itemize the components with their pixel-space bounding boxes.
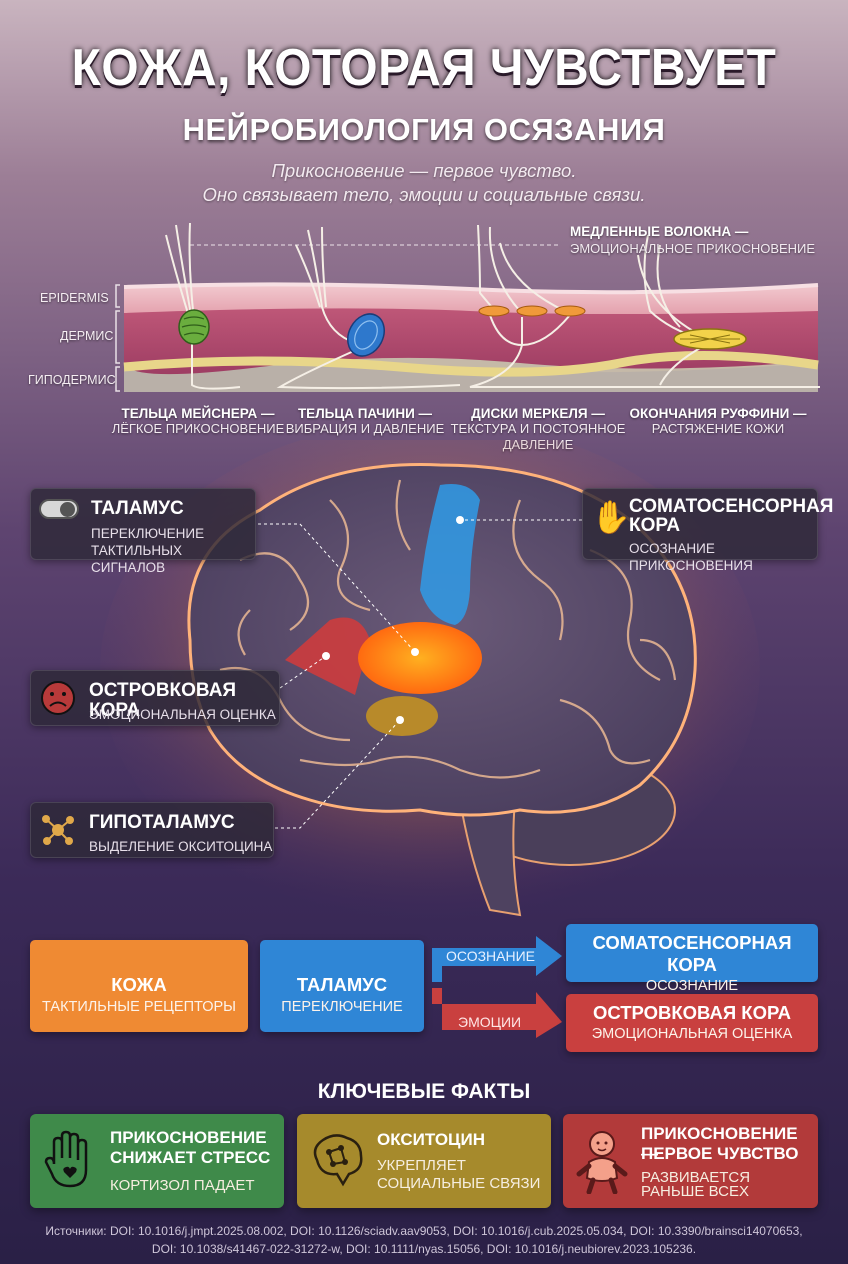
page-title: КОЖА, КОТОРАЯ ЧУВСТВУЕТ xyxy=(71,39,777,97)
epidermis-layer xyxy=(124,284,818,314)
merkel-disc xyxy=(516,305,548,317)
brain-network-icon xyxy=(313,1134,363,1187)
receptor-meissner: ТЕЛЬЦА МЕЙСНЕРА — ЛЁГКОЕ ПРИКОСНОВЕНИЕ xyxy=(111,406,285,436)
page-subtitle: НЕЙРОБИОЛОГИЯ ОСЯЗАНИЯ xyxy=(182,112,666,147)
hand-heart-icon xyxy=(44,1130,88,1188)
arrow-emotions xyxy=(426,988,562,1038)
fact-first-sense: ПРИКОСНОВЕНИЕ — ПЕРВОЕ ЧУВСТВО РАЗВИВАЕТ… xyxy=(563,1114,818,1208)
slow-fibers-title: МЕДЛЕННЫЕ ВОЛОКНА — xyxy=(570,224,749,239)
receptor-ruffini: ОКОНЧАНИЯ РУФФИНИ — РАСТЯЖЕНИЕ КОЖИ xyxy=(629,406,807,436)
arrow-awareness-label: ОСОЗНАНИЕ xyxy=(446,948,535,964)
flow-insula: ОСТРОВКОВАЯ КОРА ЭМОЦИОНАЛЬНАЯ ОЦЕНКА xyxy=(566,994,818,1052)
receptor-pacini: ТЕЛЬЦА ПАЧИНИ — ВИБРАЦИЯ И ДАВЛЕНИЕ xyxy=(285,406,445,436)
brain-illustration xyxy=(100,440,760,920)
callout-hypothalamus: ГИПОТАЛАМУС ВЫДЕЛЕНИЕ ОКСИТОЦИНА xyxy=(30,802,274,858)
flow-skin: КОЖА ТАКТИЛЬНЫЕ РЕЦЕПТОРЫ xyxy=(30,940,248,1032)
callout-thalamus: ТАЛАМУС ПЕРЕКЛЮЧЕНИЕ ТАКТИЛЬНЫХ СИГНАЛОВ xyxy=(30,488,256,575)
molecule-icon xyxy=(42,815,74,845)
facts-heading: КЛЮЧЕВЫЕ ФАКТЫ xyxy=(317,1080,531,1103)
flow-arrows xyxy=(426,936,562,1038)
arrow-awareness xyxy=(426,936,562,982)
merkel-disc xyxy=(554,305,586,317)
callout-insula: ОСТРОВКОВАЯ КОРА ЭМОЦИОНАЛЬНАЯ ОЦЕНКА xyxy=(30,670,280,726)
intro-line-1: Прикосновение — первое чувство. xyxy=(271,160,577,181)
callout-somatosensory: ✋ СОМАТОСЕНСОРНАЯ КОРА ОСОЗНАНИЕ ПРИКОСН… xyxy=(582,488,833,573)
slow-fibers-sub: ЭМОЦИОНАЛЬНОЕ ПРИКОСНОВЕНИЕ xyxy=(570,241,816,256)
dermis-label: ДЕРМИС xyxy=(60,329,114,343)
hypodermis-label: ГИПОДЕРМИС xyxy=(28,373,116,387)
epidermis-label: EPIDERMIS xyxy=(40,291,109,305)
fact-stress: ПРИКОСНОВЕНИЕ СНИЖАЕТ СТРЕСС КОРТИЗОЛ ПА… xyxy=(30,1114,284,1208)
sad-face-icon xyxy=(41,681,75,715)
merkel-disc xyxy=(478,305,510,317)
somatosensory-region xyxy=(420,484,480,625)
brainstem xyxy=(458,799,522,917)
fact-oxytocin: ОКСИТОЦИН УКРЕПЛЯЕТ СОЦИАЛЬНЫЕ СВЯЗИ xyxy=(297,1114,551,1208)
pacini-corpuscle xyxy=(347,313,385,357)
thalamus-region xyxy=(358,622,482,694)
skin-diagram xyxy=(115,222,820,392)
sources: Источники: DOI: 10.1016/j.jmpt.2025.08.0… xyxy=(0,1222,848,1258)
arrow-emotions-label: ЭМОЦИИ xyxy=(458,1014,522,1030)
flow-somatosensory: СОМАТОСЕНСОРНАЯ КОРА ОСОЗНАНИЕ xyxy=(566,924,818,994)
intro-line-2: Оно связывает тело, эмоции и социальные … xyxy=(202,184,646,205)
hand-icon: ✋ xyxy=(591,499,631,535)
sources-line-2: DOI: 10.1038/s41467-022-31272-w, DOI: 10… xyxy=(151,1242,697,1256)
sources-line-1: Источники: DOI: 10.1016/j.jmpt.2025.08.0… xyxy=(45,1224,803,1238)
baby-icon xyxy=(576,1131,628,1194)
hypothalamus-region xyxy=(366,696,438,736)
toggle-icon xyxy=(39,499,79,519)
flow-thalamus: ТАЛАМУС ПЕРЕКЛЮЧЕНИЕ xyxy=(260,940,424,1032)
